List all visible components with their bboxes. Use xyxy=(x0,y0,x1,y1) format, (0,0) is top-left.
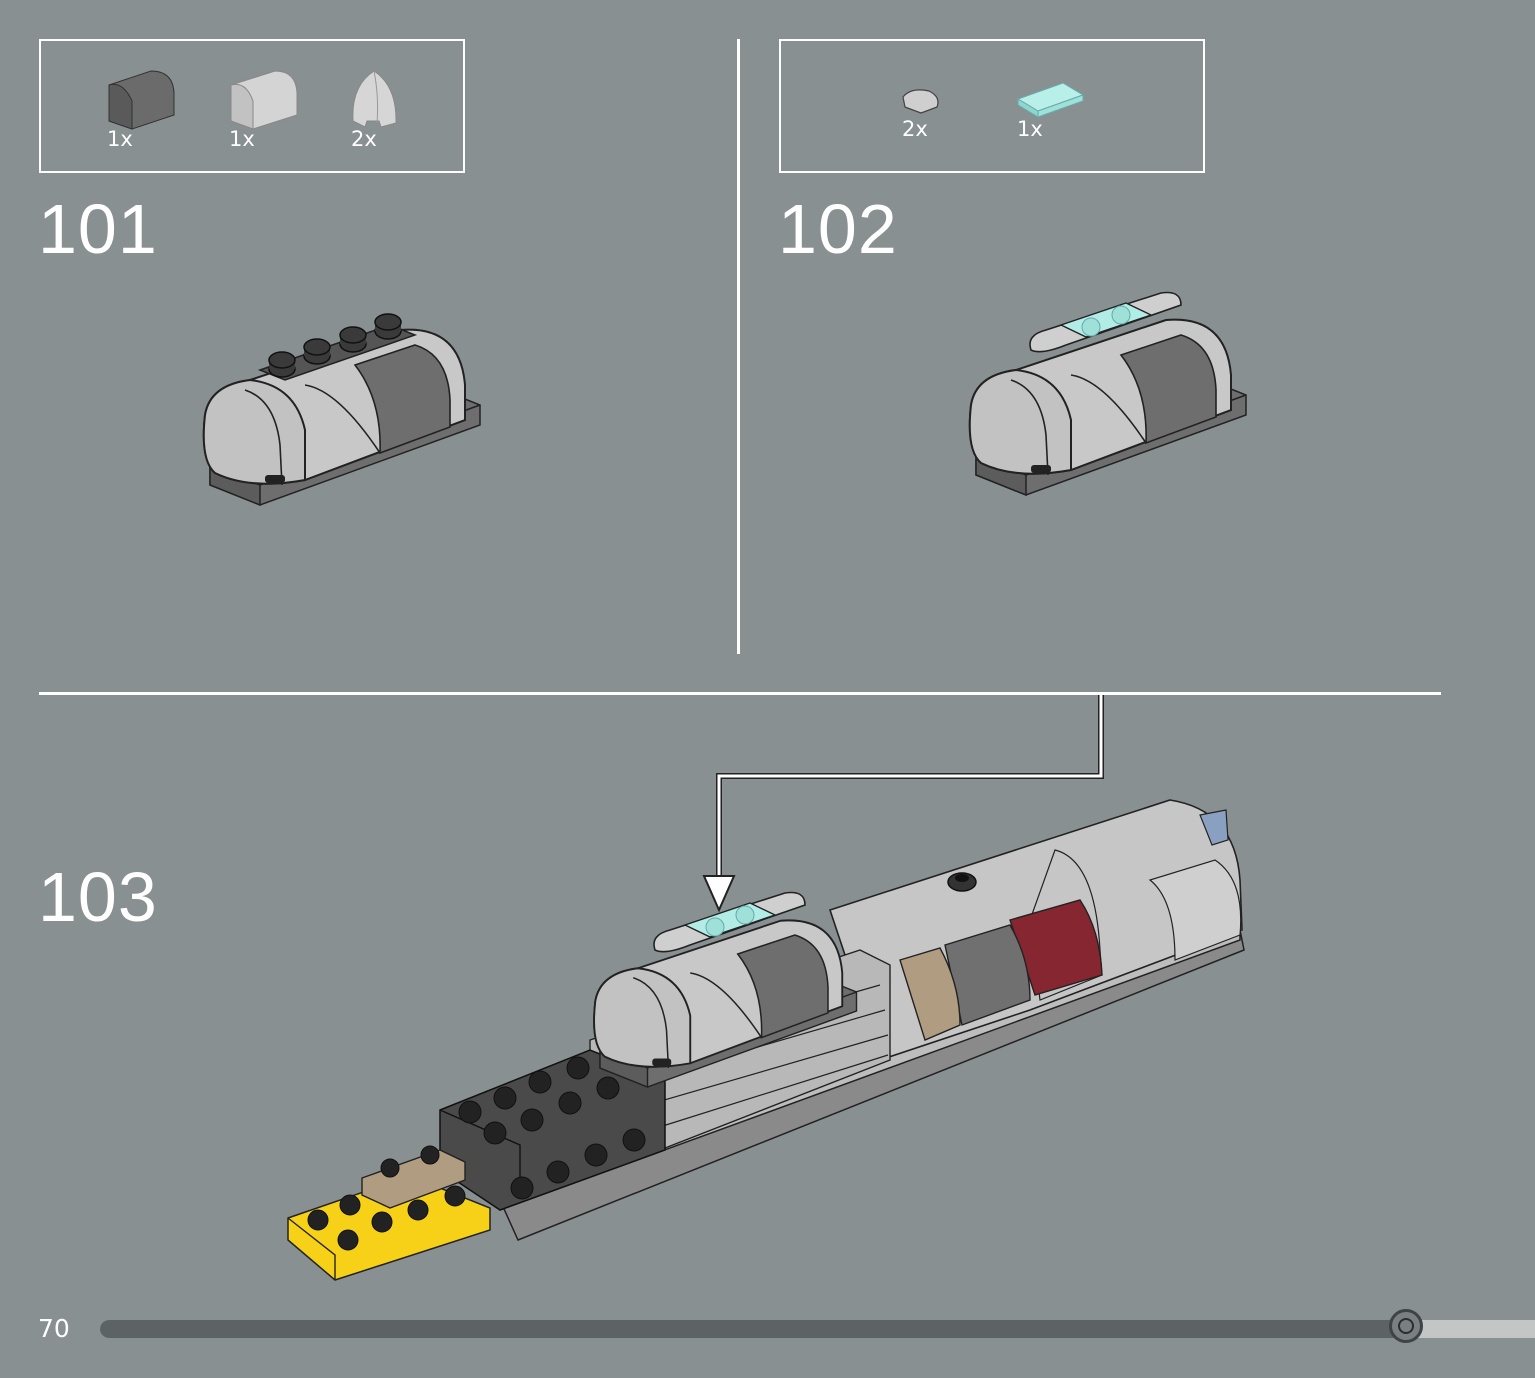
callout-arrow xyxy=(702,695,1104,913)
parts-callout-step-101: 1x 1x 2x xyxy=(39,39,465,173)
progress-fill xyxy=(100,1320,1406,1338)
step-number-103: 103 xyxy=(38,858,158,936)
part-qty: 2x xyxy=(902,117,928,141)
step-number-102: 102 xyxy=(778,190,898,268)
page-number: 70 xyxy=(38,1314,70,1343)
part-qty: 1x xyxy=(107,127,133,151)
part-qty: 1x xyxy=(1017,117,1043,141)
step-101-model xyxy=(202,313,481,506)
vertical-divider xyxy=(737,39,740,654)
progress-knob[interactable] xyxy=(1389,1309,1423,1343)
progress-track xyxy=(100,1309,1535,1343)
light-gray-curved-corner-slope-icon xyxy=(352,70,397,128)
parts-callout-step-102: 2x 1x xyxy=(779,39,1205,173)
step-number-101: 101 xyxy=(38,190,158,268)
parts-illustration-102 xyxy=(902,82,1085,118)
horizontal-divider xyxy=(39,692,1441,695)
part-qty: 2x xyxy=(351,127,377,151)
step-103-pod xyxy=(593,891,858,1088)
dark-gray-curved-slope-brick-icon xyxy=(108,70,175,130)
step-102-model xyxy=(968,291,1247,496)
part-qty: 1x xyxy=(229,127,255,151)
light-gray-curved-slope-brick-icon xyxy=(230,70,298,130)
parts-illustration-101 xyxy=(108,70,397,130)
light-gray-round-tile-icon xyxy=(902,89,939,114)
trans-light-blue-tile-icon xyxy=(1016,82,1085,118)
